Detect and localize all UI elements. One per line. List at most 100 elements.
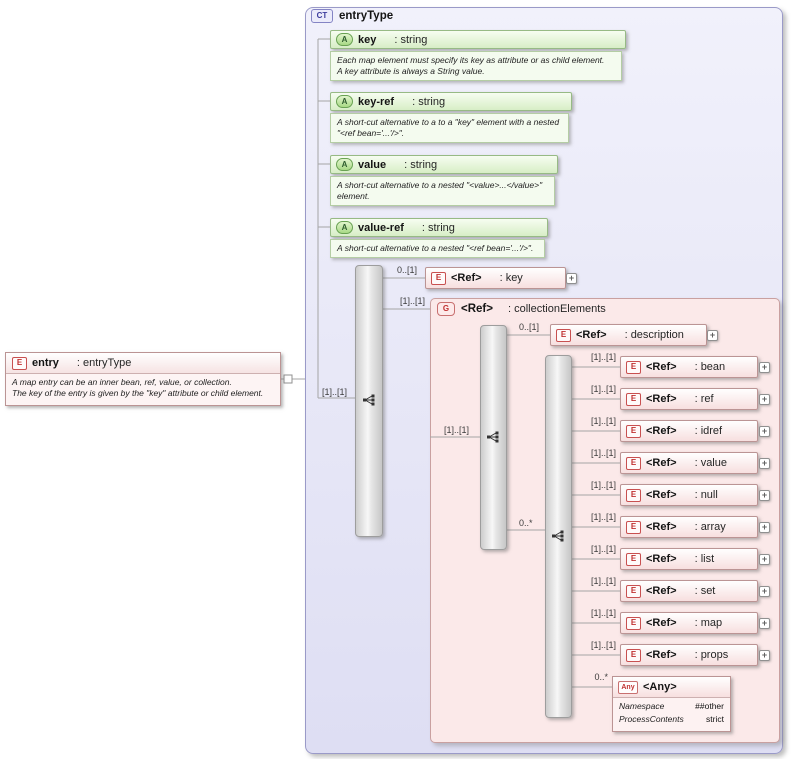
element-type: : description [624, 329, 684, 341]
element-type: : value [694, 457, 727, 469]
attribute-name: key-ref [358, 95, 395, 108]
element-icon: E [626, 552, 641, 566]
element-ref-value[interactable]: E <Ref> : value [620, 452, 758, 474]
expand-icon[interactable] [759, 458, 770, 469]
expand-icon[interactable] [566, 273, 577, 284]
element-ref-idref[interactable]: E <Ref> : idref [620, 420, 758, 442]
element-icon: E [12, 356, 27, 370]
any-header: Any <Any> [613, 677, 730, 698]
element-ref-props[interactable]: E <Ref> : props [620, 644, 758, 666]
element-ref-map[interactable]: E <Ref> : map [620, 612, 758, 634]
element-entry-header: E entry : entryType [6, 353, 280, 374]
attribute-icon: A [336, 95, 353, 108]
group-collection-elements-header: G <Ref> : collectionElements [437, 302, 606, 316]
element-name: <Ref> [576, 329, 607, 341]
attribute-value-ref[interactable]: A value-ref : string [330, 218, 548, 237]
expand-icon[interactable] [759, 426, 770, 437]
any-wildcard[interactable]: Any <Any> Namespace ##other ProcessConte… [612, 676, 731, 732]
expand-icon[interactable] [759, 490, 770, 501]
group-icon: G [437, 302, 455, 316]
element-name: <Ref> [646, 361, 677, 373]
element-type: : props [694, 649, 729, 661]
cardinality-label: [1]..[1] [590, 416, 616, 426]
expand-icon[interactable] [759, 618, 770, 629]
attribute-name: value-ref [358, 221, 404, 234]
element-ref-list[interactable]: E <Ref> : list [620, 548, 758, 570]
expand-icon[interactable] [759, 362, 770, 373]
element-name: <Ref> [646, 425, 677, 437]
cardinality-label: [1]..[1] [322, 387, 348, 397]
cardinality-label: 0..[1] [397, 265, 418, 275]
cardinality-label: 0..* [519, 518, 533, 528]
attribute-icon: A [336, 158, 353, 171]
sequence-icon [363, 394, 375, 406]
attribute-value[interactable]: A value : string [330, 155, 558, 174]
element-icon: E [626, 424, 641, 438]
cardinality-label: [1]..[1] [444, 425, 470, 435]
element-icon: E [626, 520, 641, 534]
cardinality-label: [1]..[1] [590, 512, 616, 522]
expand-icon[interactable] [759, 522, 770, 533]
element-ref-ref[interactable]: E <Ref> : ref [620, 388, 758, 410]
cardinality-label: [1]..[1] [400, 296, 426, 306]
cardinality-label: [1]..[1] [590, 640, 616, 650]
element-icon: E [556, 328, 571, 342]
attribute-type: : string [412, 95, 446, 108]
attribute-icon: A [336, 221, 353, 234]
element-icon: E [431, 271, 446, 285]
collapse-handle-icon [283, 374, 293, 384]
sequence-compositor[interactable] [355, 265, 383, 537]
element-ref-array[interactable]: E <Ref> : array [620, 516, 758, 538]
element-entry-annotation: A map entry can be an inner bean, ref, v… [12, 377, 264, 398]
element-type: : ref [694, 393, 714, 405]
element-name: <Ref> [646, 585, 677, 597]
attribute-key-ref[interactable]: A key-ref : string [330, 92, 572, 111]
element-ref-set[interactable]: E <Ref> : set [620, 580, 758, 602]
element-entry[interactable]: E entry : entryType A map entry can be a… [5, 352, 281, 406]
element-icon: E [626, 488, 641, 502]
sequence-icon [487, 431, 499, 443]
cardinality-label: [1]..[1] [590, 352, 616, 362]
any-name: <Any> [643, 681, 677, 693]
element-name: <Ref> [646, 457, 677, 469]
complextype-icon: CT [311, 9, 333, 23]
attribute-key[interactable]: A key : string [330, 30, 626, 49]
element-icon: E [626, 648, 641, 662]
expand-icon[interactable] [759, 394, 770, 405]
cardinality-label: [1]..[1] [590, 448, 616, 458]
element-entry-name: entry [32, 357, 59, 369]
element-ref-null[interactable]: E <Ref> : null [620, 484, 758, 506]
attribute-type: : string [421, 221, 455, 234]
element-ref-key[interactable]: E <Ref> : key [425, 267, 566, 289]
attribute-type: : string [404, 158, 438, 171]
expand-icon[interactable] [707, 330, 718, 341]
cardinality-label: [1]..[1] [590, 384, 616, 394]
element-type: : null [694, 489, 718, 501]
element-name: <Ref> [646, 489, 677, 501]
element-type: : map [694, 617, 723, 629]
element-name: <Ref> [646, 649, 677, 661]
element-name: <Ref> [646, 617, 677, 629]
complextype-title: entryType [339, 10, 394, 22]
attribute-key-ref-annotation: A short-cut alternative to a to a "key" … [330, 113, 569, 143]
element-ref-bean[interactable]: E <Ref> : bean [620, 356, 758, 378]
expand-icon[interactable] [759, 554, 770, 565]
expand-icon[interactable] [759, 586, 770, 597]
attribute-key-annotation: Each map element must specify its key as… [330, 51, 622, 81]
attribute-name: value [358, 158, 387, 171]
any-icon: Any [618, 680, 638, 694]
attribute-value-annotation: A short-cut alternative to a nested "<va… [330, 176, 555, 206]
element-type: : idref [694, 425, 723, 437]
cardinality-label: 0..[1] [519, 322, 540, 332]
element-type: : list [694, 553, 715, 565]
choice-icon [552, 530, 564, 542]
element-icon: E [626, 584, 641, 598]
attribute-type: : string [394, 33, 428, 46]
expand-icon[interactable] [759, 650, 770, 661]
group-name: <Ref> [461, 303, 493, 315]
element-ref-description[interactable]: E <Ref> : description [550, 324, 707, 346]
element-icon: E [626, 360, 641, 374]
element-entry-type: : entryType [76, 357, 132, 369]
